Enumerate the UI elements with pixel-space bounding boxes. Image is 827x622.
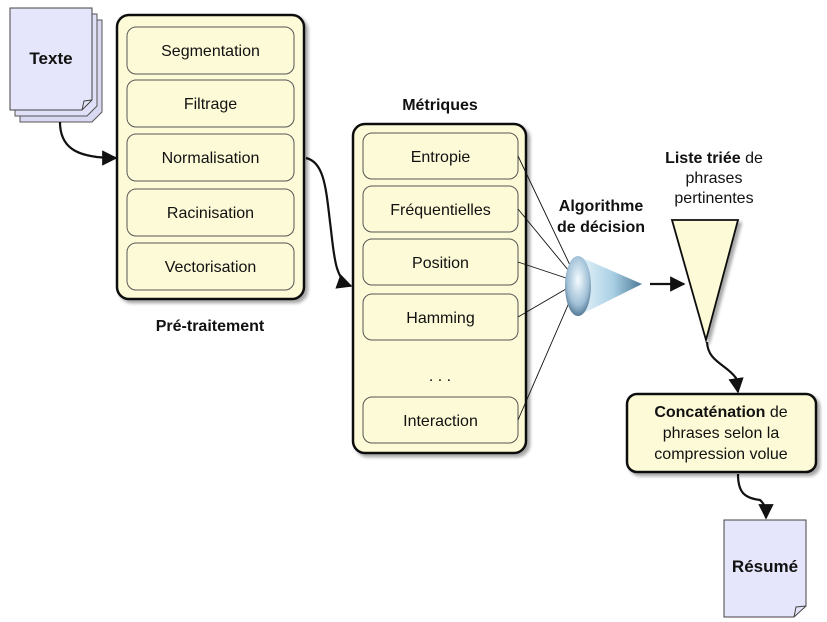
arrow-list-to-concatenation [705, 341, 744, 394]
metric-label-entropie: Entropie [411, 149, 471, 166]
metrics-ellipsis: . . . [429, 368, 451, 385]
output-document-label: Résumé [732, 557, 798, 576]
decision-algorithm: Algorithme de décision [557, 198, 645, 316]
input-document-label: Texte [29, 49, 72, 68]
sorted-list-line1: Liste triée de [665, 150, 763, 167]
step-label-segmentation: Segmentation [161, 43, 260, 60]
document-page-front [9, 7, 93, 111]
document-icon [723, 519, 807, 618]
concatenation-panel: Concaténation de phrases selon la compre… [625, 392, 818, 474]
metric-label-frequentielles: Fréquentielles [390, 202, 491, 219]
arrow-concatenation-to-resume [736, 473, 774, 520]
step-label-filtrage: Filtrage [184, 96, 237, 113]
metrics-panel: Métriques Entropie Fréquentielles Positi… [351, 97, 528, 455]
step-label-racinisation: Racinisation [167, 205, 254, 222]
cone-icon [565, 256, 642, 316]
connector-entropie [517, 155, 579, 283]
concatenation-rest: de [765, 404, 787, 421]
sorted-list-line3: pertinentes [674, 190, 753, 207]
concatenation-line3: compression volue [654, 446, 788, 463]
cone-base [565, 256, 591, 316]
sorted-list-line2: phrases [686, 170, 743, 187]
metric-label-interaction: Interaction [403, 413, 478, 430]
metrics-title: Métriques [402, 97, 478, 114]
step-box-segmentation [126, 26, 295, 75]
step-box-racinisation [126, 188, 295, 237]
arrow-texte-to-preprocessing [58, 121, 118, 166]
preprocessing-title: Pré-traitement [156, 318, 265, 335]
arrow-preprocessing-to-metrics [305, 156, 353, 289]
step-label-normalisation: Normalisation [162, 150, 260, 167]
step-box-filtrage [126, 79, 295, 128]
concatenation-line2: phrases selon la [663, 425, 780, 442]
step-label-vectorisation: Vectorisation [165, 259, 257, 276]
concatenation-line1: Concaténation de [654, 404, 787, 421]
step-box-vectorisation [126, 242, 295, 291]
decision-label-line1: Algorithme [559, 198, 644, 215]
sorted-list: Liste triée de phrases pertinentes [665, 150, 763, 344]
metric-label-position: Position [412, 255, 469, 272]
sorted-list-bold: Liste triée [665, 150, 741, 167]
concatenation-bold: Concaténation [654, 404, 765, 421]
concatenation-container [625, 392, 818, 474]
decision-label-line2: de décision [557, 219, 645, 236]
output-document: Résumé [723, 519, 807, 618]
sorted-list-rest: de [741, 150, 763, 167]
input-document: Texte [9, 7, 103, 123]
cone-body [578, 256, 642, 316]
metric-label-hamming: Hamming [406, 310, 474, 327]
preprocessing-panel: Segmentation Filtrage Normalisation Raci… [115, 13, 306, 335]
funnel-icon [670, 219, 740, 344]
flow-arrows [58, 121, 774, 520]
step-box-normalisation [126, 133, 295, 182]
